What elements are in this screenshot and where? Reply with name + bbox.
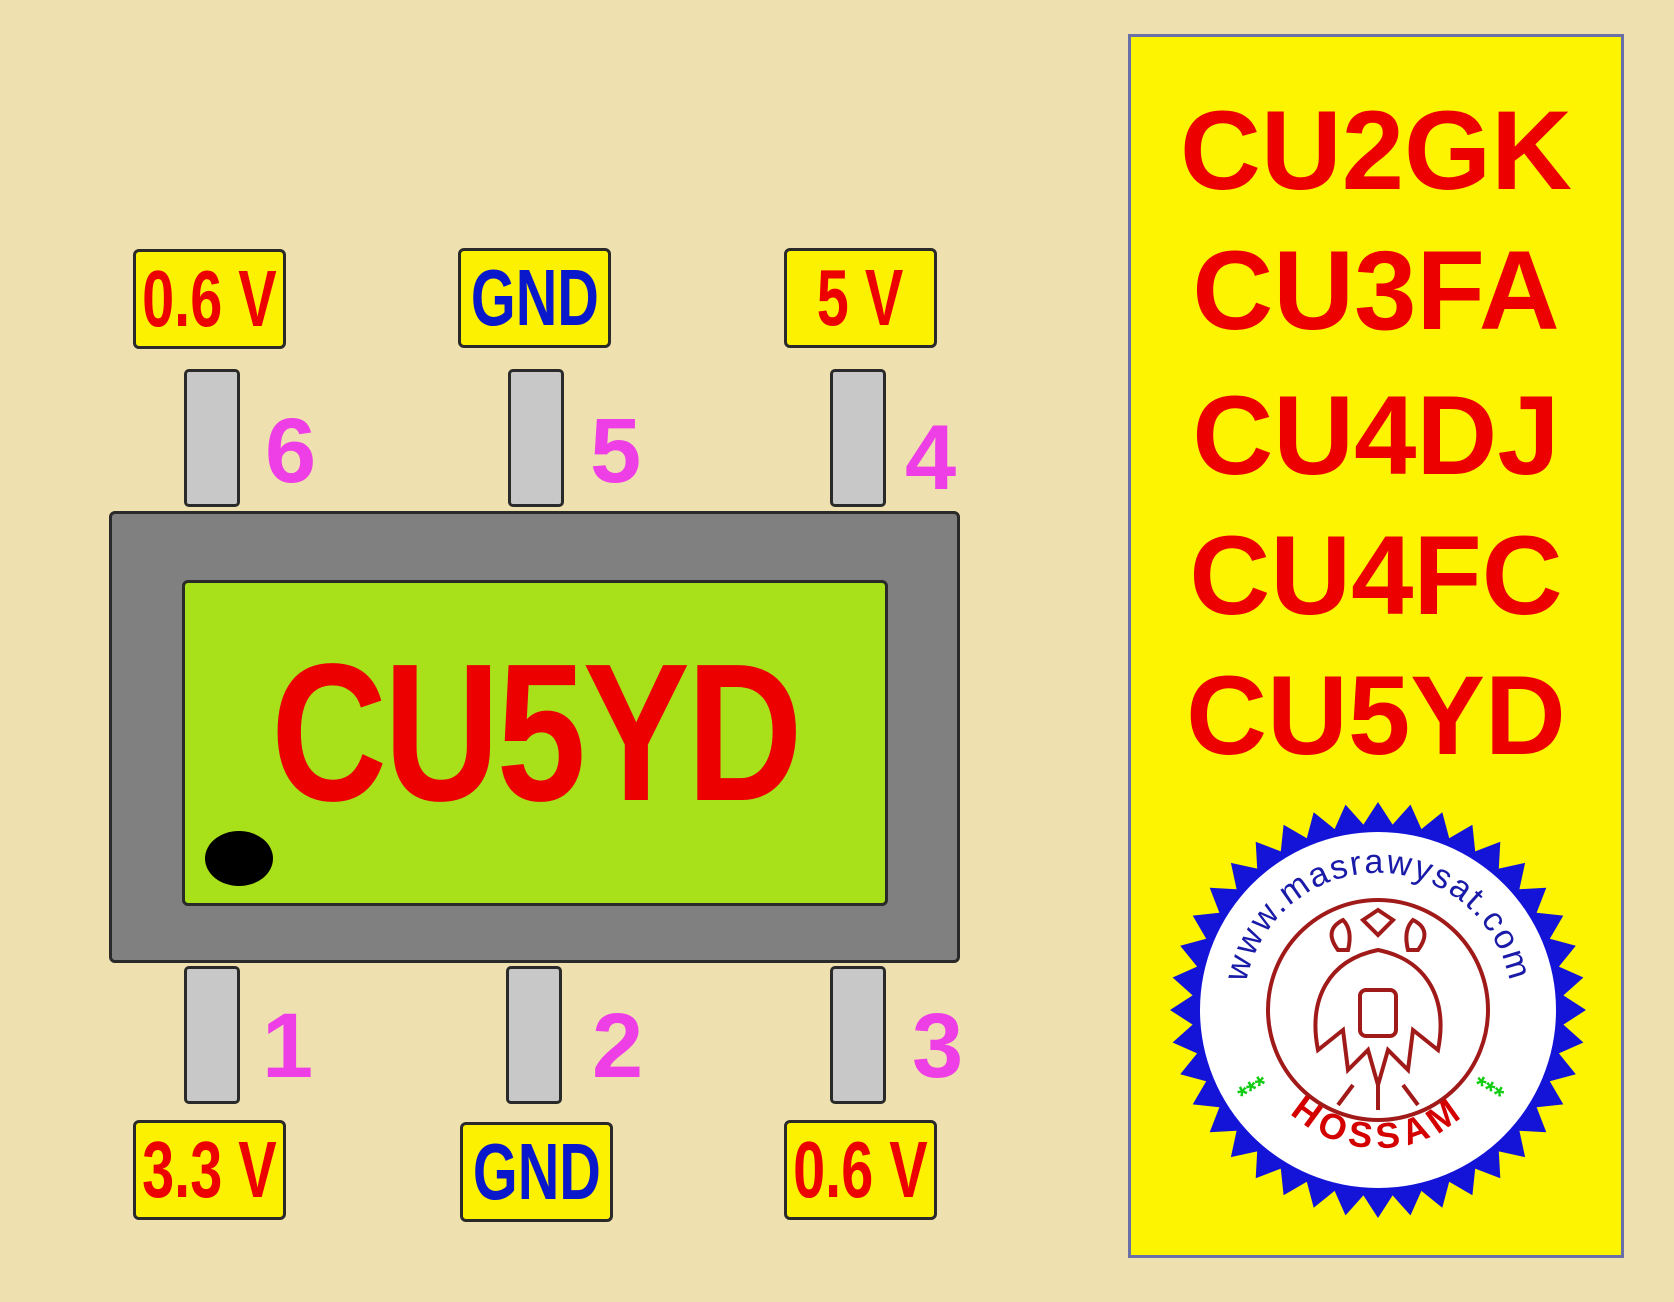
code-item: CU4FC [1189,513,1563,638]
voltage-label-pin-3: 0.6 V [784,1120,937,1220]
voltage-text-pin-4: 5 V [817,253,904,342]
pin-4 [830,369,886,507]
eagle-emblem-icon [1313,907,1443,1110]
voltage-text-pin-5: GND [470,253,599,342]
pin-number-1: 1 [262,995,314,1097]
stamp-logo: www.masrawysat.com HOSSAM *** *** [1170,802,1586,1218]
pin-5 [508,369,564,507]
code-item: CU4DJ [1192,373,1560,498]
pin-number-3: 3 [912,995,964,1097]
voltage-label-pin-4: 5 V [784,248,937,348]
chip-face: CU5YD [182,580,888,906]
voltage-label-pin-6: 0.6 V [133,249,286,349]
pin-3 [830,966,886,1104]
voltage-text-pin-3: 0.6 V [793,1125,928,1214]
pin-number-4: 4 [905,407,957,509]
pin-2 [506,966,562,1104]
code-item: CU5YD [1186,653,1566,778]
code-item: CU3FA [1192,228,1560,353]
voltage-text-pin-2: GND [472,1127,601,1216]
chip-marking: CU5YD [270,623,803,842]
voltage-label-pin-2: GND [460,1122,613,1222]
voltage-label-pin-5: GND [458,248,611,348]
pin-number-5: 5 [590,400,642,502]
pin-6 [184,369,240,507]
voltage-text-pin-6: 0.6 V [142,254,277,343]
pin-number-2: 2 [592,995,644,1097]
voltage-label-pin-1: 3.3 V [133,1120,286,1220]
code-item: CU2GK [1179,88,1573,213]
pin-number-6: 6 [265,400,317,502]
pin-1 [184,966,240,1104]
pin1-indicator-dot [205,831,273,886]
voltage-text-pin-1: 3.3 V [142,1125,277,1214]
stamp-emblem-ring [1266,898,1490,1122]
stamp-inner-disc [1200,832,1556,1188]
